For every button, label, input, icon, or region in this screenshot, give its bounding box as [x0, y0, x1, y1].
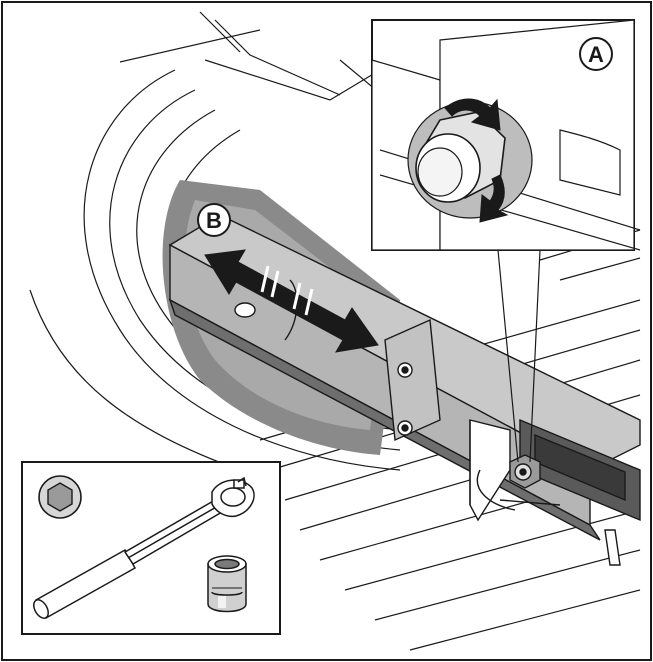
callout-a: A: [579, 37, 613, 71]
callout-b: B: [197, 203, 231, 237]
wheel-arch: [29, 11, 641, 651]
detail-leader-lines: [497, 249, 541, 463]
torque-wrench-icon: [33, 476, 255, 620]
socket-icon: [207, 555, 247, 613]
callout-a-label: A: [588, 42, 604, 67]
callout-b-label: B: [206, 208, 222, 233]
rotation-arrows-icon: [444, 98, 509, 223]
adjusting-bolt: [509, 454, 541, 489]
hex-bolt-head-icon: [38, 475, 82, 519]
adjustment-bracket: [469, 419, 621, 566]
tools-inset: [21, 461, 281, 635]
double-arrow-icon: [204, 249, 379, 353]
